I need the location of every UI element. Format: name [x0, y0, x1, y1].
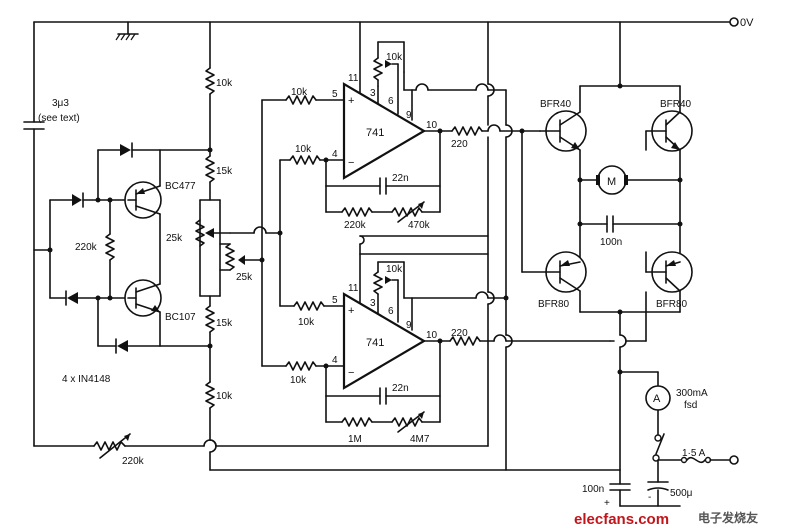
bot-opamp-label: 741: [366, 337, 384, 349]
bot-null-10k-label: 10k: [386, 264, 403, 275]
bias-resistor-label: 220k: [75, 242, 98, 253]
zero-volt-label: 0V: [740, 17, 754, 29]
top-220k-label: 220k: [344, 220, 367, 231]
divider-chain: [195, 21, 621, 471]
top-pin6: 6: [388, 96, 394, 107]
div-15k-b-label: 15k: [216, 318, 233, 329]
div-15k-a-label: 15k: [216, 166, 233, 177]
bottom-variable-resistor: [33, 433, 489, 459]
fuse-label: 1·5 A: [682, 448, 706, 459]
bot-pin9: 9: [406, 320, 412, 331]
transistor-bc477: [124, 181, 162, 219]
bot-22n-label: 22n: [392, 383, 409, 394]
top-470k-label: 470k: [408, 220, 431, 231]
bottom-cap-500u-label: 500μ: [670, 488, 693, 499]
top-minus: −: [348, 157, 354, 169]
bot-220-label: 220: [451, 328, 468, 339]
supply-verticals: [487, 21, 513, 471]
bfr80-left-label: BFR80: [538, 299, 570, 310]
top-pin4: 4: [332, 149, 338, 160]
bot-pin10: 10: [426, 330, 438, 341]
pot-25k-b-label: 25k: [236, 272, 253, 283]
opamp-bottom: [261, 235, 611, 433]
motor-cap-label: 100n: [600, 237, 622, 248]
top-pin5: 5: [332, 89, 338, 100]
cap-plus-label: +: [604, 498, 610, 509]
bot-pin11: 11: [348, 283, 359, 294]
bot-pin5: 5: [332, 295, 338, 306]
bfr80-right-label: BFR80: [656, 299, 688, 310]
top-pin3: 3: [370, 88, 376, 99]
top-null-10k-label: 10k: [386, 52, 403, 63]
top-pin11: 11: [348, 73, 359, 84]
bot-1m-label: 1M: [348, 434, 362, 445]
bfr40-right-label: BFR40: [660, 99, 692, 110]
diodes-note: 4 x IN4148: [62, 374, 111, 385]
ammeter-label: A: [653, 393, 661, 405]
bot-in4-10k-label: 10k: [290, 375, 307, 386]
bc477-label: BC477: [165, 181, 196, 192]
bc107-label: BC107: [165, 312, 196, 323]
bottom-var-220k-label: 220k: [122, 456, 145, 467]
bot-pin6: 6: [388, 306, 394, 317]
bot-4m7-label: 4M7: [410, 434, 430, 445]
top-pin9: 9: [406, 110, 412, 121]
bot-pin4: 4: [332, 355, 338, 366]
top-22n-label: 22n: [392, 173, 409, 184]
bot-in5-10k-label: 10k: [298, 317, 315, 328]
top-opamp-label: 741: [366, 127, 384, 139]
zero-volt-terminal: [729, 17, 739, 27]
pot-25k-a-label: 25k: [166, 233, 183, 244]
zero-volt-rail: [33, 17, 739, 41]
top-pin10: 10: [426, 120, 438, 131]
motor-label: M: [607, 176, 616, 188]
meter-and-supply: [609, 369, 739, 507]
bfr40-left-label: BFR40: [540, 99, 572, 110]
div-top-10k-label: 10k: [216, 78, 233, 89]
diode-transistor-block: [33, 142, 211, 354]
meter-range-label: 300mA: [676, 388, 708, 399]
bottom-cap-100n-label: 100n: [582, 484, 604, 495]
top-220-label: 220: [451, 139, 468, 150]
top-plus: +: [348, 95, 354, 107]
transistor-bc107: [124, 279, 162, 317]
div-bottom-10k-label: 10k: [216, 391, 233, 402]
bot-minus: −: [348, 367, 354, 379]
bot-pin3: 3: [370, 298, 376, 309]
timing-capacitor: [23, 21, 45, 447]
meter-fsd-label: fsd: [684, 400, 697, 411]
wiper-bus: [229, 99, 283, 367]
top-in4-10k-label: 10k: [295, 144, 312, 155]
fuse-icon: [686, 456, 706, 464]
watermark-cn: 电子发烧友: [698, 510, 758, 525]
ground-icon: [115, 21, 139, 41]
h-bridge: [519, 21, 693, 471]
cap-minus-label: -: [648, 492, 651, 503]
timing-capacitor-note: (see text): [38, 113, 80, 124]
timing-capacitor-label: 3μ3: [52, 98, 69, 109]
watermark-site: elecfans.com: [574, 511, 669, 528]
supply-terminal: [729, 455, 739, 465]
top-in5-10k-label: 10k: [291, 87, 308, 98]
bot-plus: +: [348, 305, 354, 317]
opamp-top: [261, 21, 541, 223]
